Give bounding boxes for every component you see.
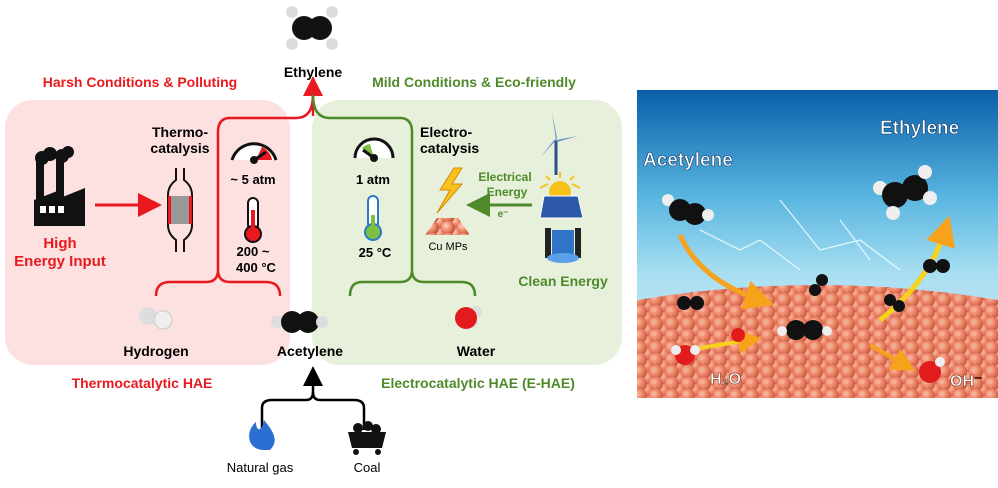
thermo-title: Thermocatalytic HAE [72,375,213,391]
ethylene-label: Ethylene [284,64,343,80]
electron-label: e⁻ [498,209,509,220]
electro-path [311,94,477,297]
right-oh-label: OH⁻ [950,373,982,390]
pressure-gauge-high-icon [230,142,278,164]
thermo-temp-1: 200 ~ [237,244,270,259]
pressure-gauge-low-icon [353,137,395,162]
high-energy-label-2: Energy Input [14,253,106,270]
wind-turbine-icon [540,112,578,175]
hydrogen-label: Hydrogen [123,343,188,359]
right-h2o-label: H₂O [710,371,741,388]
electro-header: Mild Conditions & Eco-friendly [372,74,576,90]
right-acetylene-label: Acetylene [643,150,733,171]
electrical-label-1: Electrical [478,170,531,184]
electrocatalysis-illustration [637,90,998,398]
thermo-path [154,94,315,297]
thermometer-hot-icon [244,197,262,243]
right-ethylene-label: Ethylene [880,118,959,139]
solar-panel-icon [539,172,584,219]
water-molecule-icon [455,306,482,329]
thermo-header: Harsh Conditions & Polluting [43,74,237,90]
flame-icon [249,420,275,450]
thermo-label-1: Thermo- [152,124,208,140]
high-energy-label-1: High [43,235,76,252]
reactor-icon [167,168,193,252]
cu-label: Cu MPs [428,241,468,253]
thermometer-cool-icon [364,195,382,241]
thermo-pressure: ~ 5 atm [230,172,275,187]
thermo-temp-2: 400 °C [236,260,277,275]
cu-particles-icon [425,218,470,235]
coal-cart-icon [348,421,386,455]
electro-title: Electrocatalytic HAE (E-HAE) [381,375,575,391]
hydropower-icon [545,228,581,263]
electro-temp: 25 °C [359,245,392,260]
thermo-label-2: catalysis [150,140,209,156]
electro-label-2: catalysis [420,140,479,156]
coal-label: Coal [354,460,381,475]
factory-icon [34,146,85,226]
electro-label-1: Electro- [420,124,472,140]
electrical-label-2: Energy [487,185,528,199]
hydrogen-molecule-icon [139,307,173,330]
water-label: Water [457,343,496,359]
feedstock-bracket [260,391,366,430]
lightning-icon [436,167,464,214]
acetylene-molecule-icon [271,311,328,333]
acetylene-label: Acetylene [277,343,343,359]
natural-gas-label: Natural gas [227,460,294,475]
electro-pressure: 1 atm [356,172,390,187]
clean-energy-label: Clean Energy [518,273,608,289]
ethylene-molecule-icon [286,6,338,50]
